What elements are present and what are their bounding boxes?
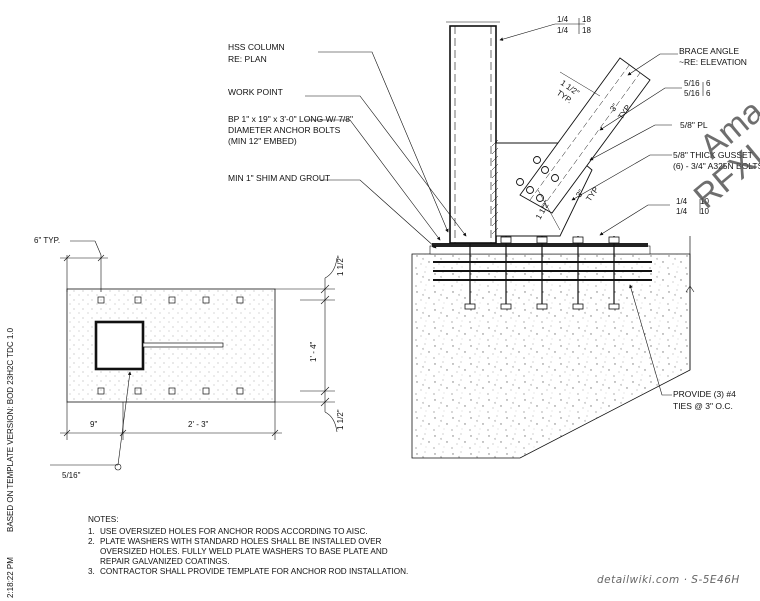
svg-text:5/16: 5/16 <box>684 79 700 88</box>
svg-text:18: 18 <box>582 15 591 24</box>
callout-labels: HSS COLUMN RE: PLAN WORK POINT BP 1" x 1… <box>228 42 760 411</box>
gusset-bolts <box>516 156 559 202</box>
section-view <box>305 18 704 459</box>
hss-column-label: HSS COLUMN <box>228 42 285 52</box>
work-point-label: WORK POINT <box>228 87 283 97</box>
note-item: 3.CONTRACTOR SHALL PROVIDE TEMPLATE FOR … <box>88 567 409 576</box>
svg-text:6: 6 <box>706 89 711 98</box>
svg-text:3": 3" <box>608 102 620 113</box>
base-plate-label-1: BP 1" x 19" x 3'-0" LONG W/ 7/8" <box>228 114 353 124</box>
concrete-pier <box>411 253 691 459</box>
bottom-edge-dim: 1 1/2" <box>336 409 345 430</box>
note-item: 1.USE OVERSIZED HOLES FOR ANCHOR RODS AC… <box>88 527 368 536</box>
template-version-label: BASED ON TEMPLATE VERSION: BOD 23H2C TDC… <box>6 327 15 532</box>
brace-angle-label: BRACE ANGLE <box>679 46 739 56</box>
svg-text:1/4: 1/4 <box>557 15 569 24</box>
notes-block: NOTES: 1.USE OVERSIZED HOLES FOR ANCHOR … <box>88 515 418 577</box>
ties-label-2: TIES @ 3" O.C. <box>673 401 733 411</box>
svg-text:10: 10 <box>700 207 709 216</box>
gusset-label-2: (6) - 3/4" A325N BOLTS <box>673 161 760 171</box>
svg-text:1/4: 1/4 <box>557 26 569 35</box>
anchor-bolts <box>469 236 615 305</box>
top-edge-dim: 1 1/2" <box>336 255 345 276</box>
fillet-dim: 5/16" <box>62 471 81 480</box>
brace-angle-ref: ~RE: ELEVATION <box>679 57 747 67</box>
left-span-dim: 9" <box>90 420 97 429</box>
gusset-label-1: 5/8" THICK GUSSET <box>673 150 753 160</box>
svg-text:1/4: 1/4 <box>676 197 688 206</box>
shim-label: MIN 1" SHIM AND GROUT <box>228 173 330 183</box>
plan-dimensions: 6" TYP. 1 1/2" 1' - 4" 1 1/2" 9" 2' - 3"… <box>34 236 345 480</box>
svg-text:5/16: 5/16 <box>684 89 700 98</box>
grout-bed <box>429 245 651 255</box>
notes-heading: NOTES: <box>88 515 119 524</box>
right-span-dim: 2' - 3" <box>188 420 209 429</box>
base-plate-label-3: (MIN 12" EMBED) <box>228 136 297 146</box>
hss-column-section <box>94 320 145 371</box>
svg-text:3": 3" <box>574 188 586 199</box>
anchor-bolt-holes <box>97 296 244 395</box>
svg-text:18: 18 <box>582 26 591 35</box>
timestamp-label: 2:18:22 PM <box>6 557 15 598</box>
source-credit: detailwiki.com · S-5E46H <box>597 574 740 586</box>
ties-label-1: PROVIDE (3) #4 <box>673 389 736 399</box>
svg-text:10: 10 <box>700 197 709 206</box>
edge-typ-dim: 6" TYP. <box>34 236 60 245</box>
gusset-plan <box>142 342 224 348</box>
note-item: 2.PLATE WASHERS WITH STANDARD HOLES SHAL… <box>88 537 388 566</box>
hss-column-label-ref: RE: PLAN <box>228 54 267 64</box>
plan-view <box>50 240 338 471</box>
plate-label: 5/8" PL <box>680 120 708 130</box>
height-dim: 1' - 4" <box>309 341 318 362</box>
hss-column <box>449 25 497 244</box>
brace-angle <box>519 57 651 214</box>
svg-text:TYP: TYP <box>584 185 600 203</box>
base-plate <box>432 243 648 247</box>
svg-text:6: 6 <box>706 79 711 88</box>
base-plate-label-2: DIAMETER ANCHOR BOLTS <box>228 125 341 135</box>
svg-text:1/4: 1/4 <box>676 207 688 216</box>
